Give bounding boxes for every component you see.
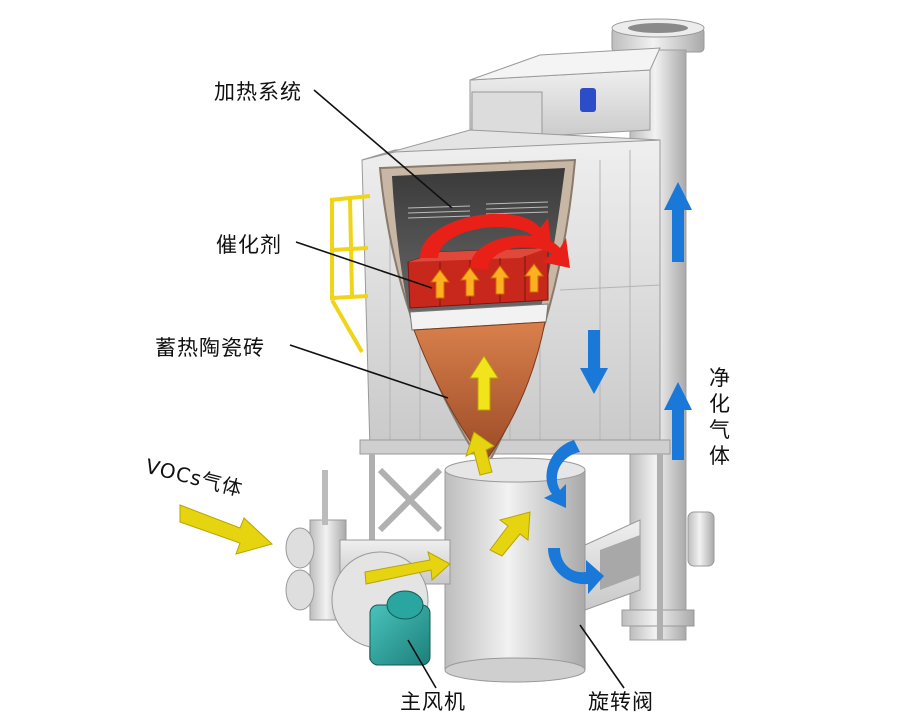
label-heating-system: 加热系统 <box>214 80 302 104</box>
clean-flow-arrows <box>544 182 692 594</box>
bed-upflow-arrow <box>469 355 499 411</box>
top-duct <box>469 47 661 153</box>
damper-actuator <box>580 88 596 112</box>
label-clean-gas: 净化气体 <box>709 366 731 468</box>
service-platform <box>329 194 371 353</box>
label-ceramic-brick: 蓄热陶瓷砖 <box>155 336 265 360</box>
rotary-valve <box>584 519 641 611</box>
label-main-fan: 主风机 <box>400 690 466 714</box>
heating-elements <box>407 201 549 219</box>
voc-inflow-arrows <box>179 431 531 585</box>
label-catalyst: 催化剂 <box>216 233 282 257</box>
leader-lines <box>289 89 625 689</box>
heat-flow-arrows <box>420 213 570 270</box>
upflow-arrows <box>430 263 544 299</box>
label-rotary-valve: 旋转阀 <box>588 690 654 714</box>
